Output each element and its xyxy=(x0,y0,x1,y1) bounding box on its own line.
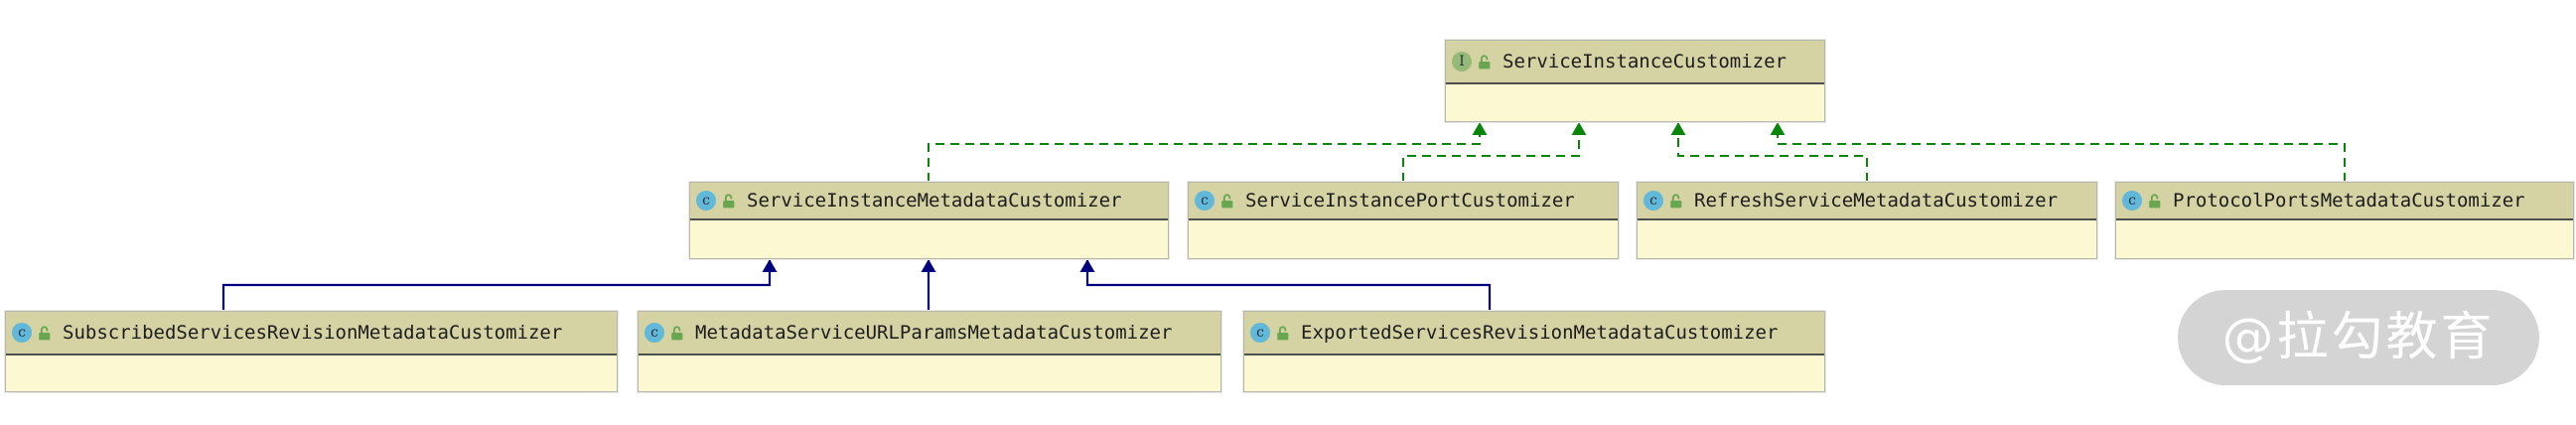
unlocked-icon xyxy=(39,325,51,340)
class-node-exportedservicesrevisionmetadatacustomizer[interactable]: c ExportedServicesRevisionMetadataCustom… xyxy=(1243,311,1825,392)
unlocked-icon xyxy=(1670,193,1682,208)
class-node-refreshservicemetadatacustomizer[interactable]: c RefreshServiceMetadataCustomizer xyxy=(1637,182,2097,259)
class-icon: c xyxy=(1250,323,1270,343)
node-title: ExportedServicesRevisionMetadataCustomiz… xyxy=(1301,322,1779,344)
class-icon: c xyxy=(1195,191,1215,211)
class-node-subscribedservicesrevisionmetadatacustomizer[interactable]: c SubscribedServicesRevisionMetadataCust… xyxy=(5,311,618,392)
node-title: MetadataServiceURLParamsMetadataCustomiz… xyxy=(695,322,1173,344)
unlocked-icon xyxy=(671,325,683,340)
node-title: ServiceInstanceCustomizer xyxy=(1503,51,1787,72)
node-title: RefreshServiceMetadataCustomizer xyxy=(1694,190,2059,212)
node-header: c RefreshServiceMetadataCustomizer xyxy=(1638,183,2096,220)
interface-node-serviceinstancecustomizer[interactable]: I ServiceInstanceCustomizer xyxy=(1445,40,1825,122)
class-node-serviceinstanceportcustomizer[interactable]: c ServiceInstancePortCustomizer xyxy=(1188,182,1619,259)
node-header: c ProtocolPortsMetadataCustomizer xyxy=(2116,183,2573,220)
class-icon: c xyxy=(2122,191,2142,211)
watermark-badge: @拉勾教育 xyxy=(2178,290,2539,385)
node-header: c MetadataServiceURLParamsMetadataCustom… xyxy=(639,312,1220,355)
class-icon: c xyxy=(696,191,716,211)
node-header: c ServiceInstancePortCustomizer xyxy=(1189,183,1618,220)
class-node-metadataserviceurlparamsmetadatacustomizer[interactable]: c MetadataServiceURLParamsMetadataCustom… xyxy=(638,311,1221,392)
watermark-text: @拉勾教育 xyxy=(2221,308,2496,367)
node-title: ServiceInstancePortCustomizer xyxy=(1245,190,1575,212)
class-icon: c xyxy=(1644,191,1663,211)
node-title: ServiceInstanceMetadataCustomizer xyxy=(747,190,1122,212)
node-header: c ServiceInstanceMetadataCustomizer xyxy=(690,183,1168,220)
unlocked-icon xyxy=(1277,325,1289,340)
unlocked-icon xyxy=(2149,193,2161,208)
node-header: I ServiceInstanceCustomizer xyxy=(1446,41,1824,84)
class-icon: c xyxy=(12,323,32,343)
class-node-serviceinstancemetadatacustomizer[interactable]: c ServiceInstanceMetadataCustomizer xyxy=(689,182,1169,259)
unlocked-icon xyxy=(1479,54,1491,69)
unlocked-icon xyxy=(723,193,735,208)
node-header: c SubscribedServicesRevisionMetadataCust… xyxy=(6,312,617,355)
node-title: ProtocolPortsMetadataCustomizer xyxy=(2173,190,2525,212)
class-icon: c xyxy=(644,323,664,343)
interface-icon: I xyxy=(1452,52,1472,71)
unlocked-icon xyxy=(1221,193,1233,208)
node-header: c ExportedServicesRevisionMetadataCustom… xyxy=(1244,312,1824,355)
node-title: SubscribedServicesRevisionMetadataCustom… xyxy=(63,322,563,344)
class-node-protocolportsmetadatacustomizer[interactable]: c ProtocolPortsMetadataCustomizer xyxy=(2115,182,2574,259)
